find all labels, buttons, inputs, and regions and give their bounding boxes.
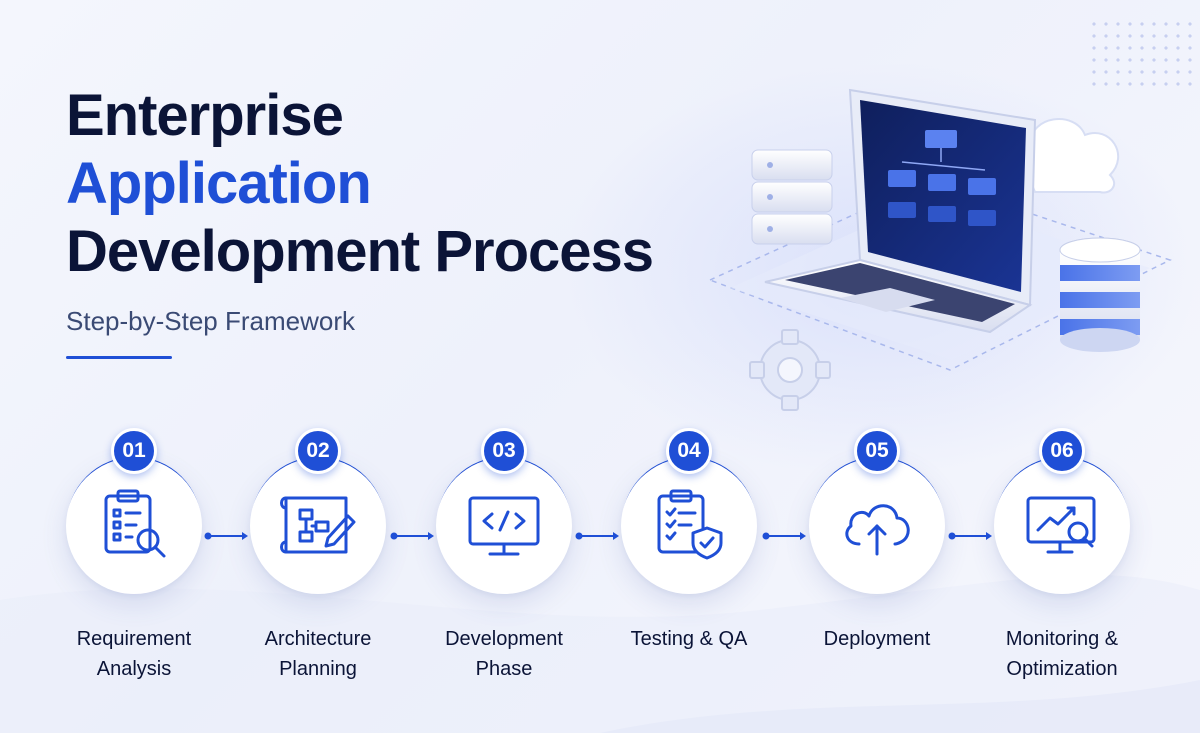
cloud-upload-icon	[845, 504, 910, 556]
step-label-line-2: Optimization	[1006, 658, 1118, 680]
step-icon-circle	[621, 458, 757, 594]
step-icon-circle	[809, 458, 945, 594]
title-line-3: Development Process	[66, 219, 654, 284]
step-label: Architecture Planning	[218, 624, 418, 684]
step-label-line-1: Deployment	[823, 628, 931, 650]
step-number-badge: 04	[666, 428, 712, 474]
step-3: 03 Development Phase	[404, 428, 604, 688]
step-icon-circle	[994, 458, 1130, 594]
step-number-badge: 06	[1039, 428, 1085, 474]
dot-grid-decoration	[1088, 18, 1198, 90]
title-line-1: Enterprise	[66, 83, 344, 148]
org-chart-screen	[888, 130, 996, 226]
step-1: 01 Requirement Analysis	[34, 428, 234, 688]
title-line-2: Application	[66, 151, 372, 216]
step-connector-arrow	[575, 532, 619, 540]
monitor-analytics-icon	[1026, 496, 1096, 554]
step-label: Deployment	[777, 624, 977, 654]
step-2: 02 Architecture Planning	[218, 428, 418, 688]
step-number-badge: 01	[111, 428, 157, 474]
step-connector-arrow	[948, 532, 992, 540]
step-label: Development Phase	[404, 624, 604, 684]
blueprint-pencil-icon	[280, 496, 356, 554]
step-label-line-1: Development	[445, 628, 563, 650]
step-5: 05 Deployment	[777, 428, 977, 688]
step-icon-circle	[66, 458, 202, 594]
code-monitor-icon	[468, 496, 540, 556]
clipboard-search-icon	[104, 489, 166, 558]
subtitle: Step-by-Step Framework	[66, 306, 355, 336]
laptop-illustration	[708, 88, 1172, 411]
step-icon-circle	[250, 458, 386, 594]
step-label-line-2: Phase	[475, 658, 533, 680]
step-label: Testing & QA	[589, 624, 789, 654]
step-connector-arrow	[390, 532, 434, 540]
step-label-line-1: Requirement	[76, 628, 192, 650]
step-number-badge: 05	[854, 428, 900, 474]
database-cylinder	[1059, 237, 1141, 352]
step-label: Monitoring & Optimization	[962, 624, 1162, 684]
step-label: Requirement Analysis	[34, 624, 234, 684]
gear-decoration	[749, 329, 831, 411]
step-number-badge: 02	[295, 428, 341, 474]
laptop	[764, 88, 1037, 334]
step-label-line-1: Architecture	[264, 628, 372, 650]
step-6: 06 Monitoring & Optimization	[962, 428, 1162, 688]
title-block: Enterprise Application Development Proce…	[66, 82, 654, 286]
step-4: 04 Testing & QA	[589, 428, 789, 688]
step-label-line-2: Analysis	[96, 658, 172, 680]
step-icon-circle	[436, 458, 572, 594]
step-label-line-1: Testing & QA	[630, 628, 748, 650]
checklist-shield-icon	[657, 489, 723, 560]
step-number-badge: 03	[481, 428, 527, 474]
step-label-line-1: Monitoring &	[1005, 628, 1119, 650]
step-connector-arrow	[204, 532, 248, 540]
step-label-line-2: Planning	[279, 658, 357, 680]
title-divider	[66, 356, 172, 359]
step-connector-arrow	[762, 532, 806, 540]
server-stack	[751, 149, 833, 245]
